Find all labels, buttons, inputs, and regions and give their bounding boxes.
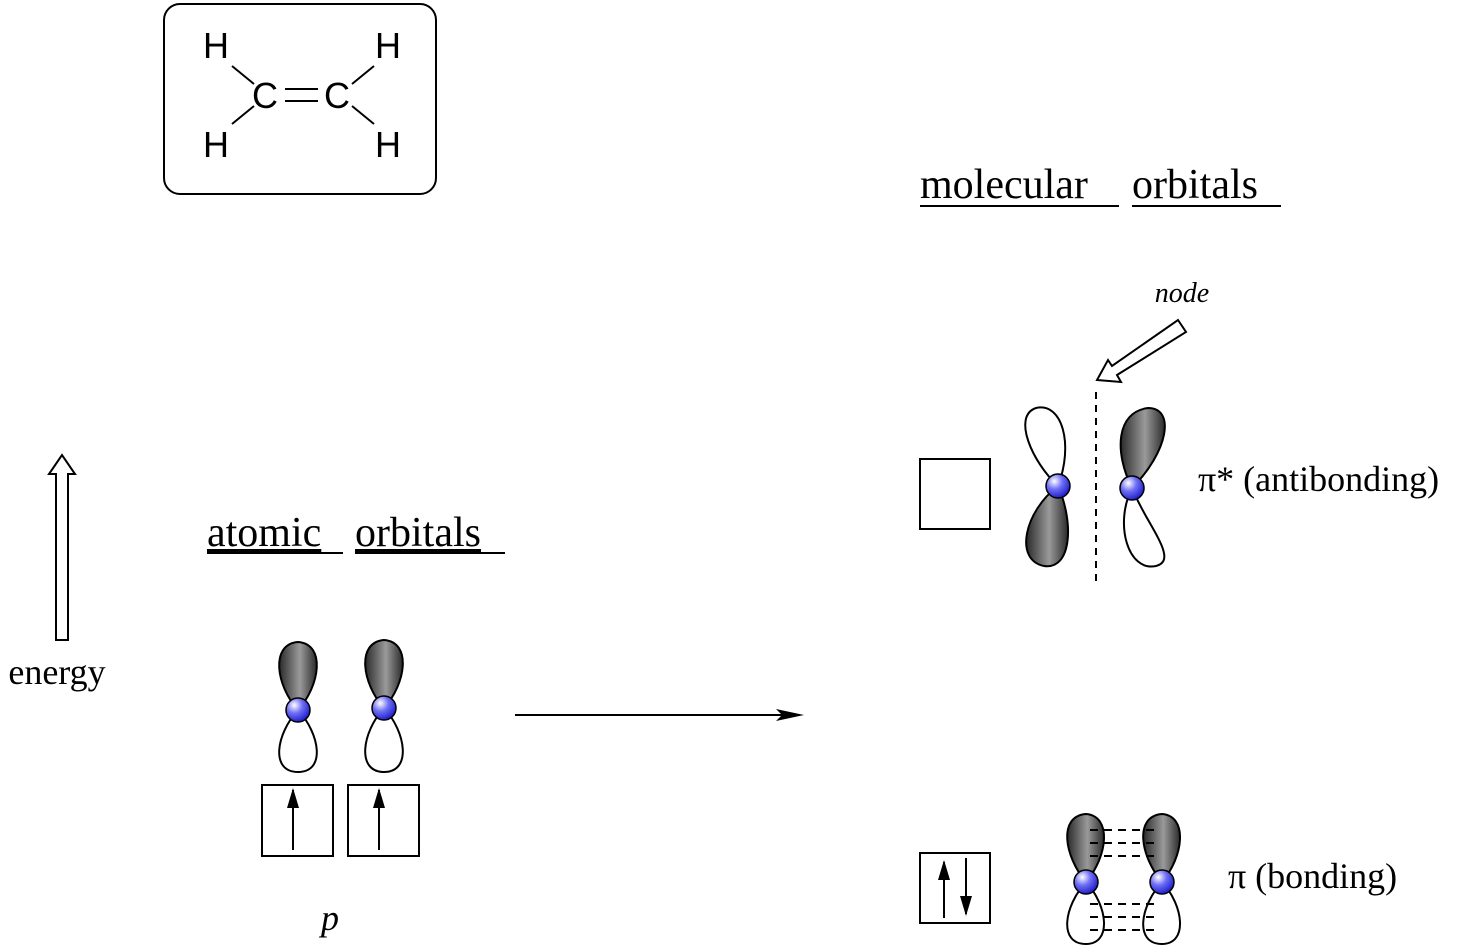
lobe-light-lower	[278, 708, 318, 774]
molecular-orbitals: molecular orbitals node π* (antibonding)	[919, 162, 1439, 946]
antibonding-orbital-right	[1119, 406, 1166, 568]
ethene-structure: H H C C H H	[163, 3, 437, 195]
atom-c-left: C	[252, 75, 278, 116]
hollow-up-arrow-icon	[47, 453, 77, 641]
lobe-light-lower	[364, 706, 404, 774]
electron-box-right	[347, 784, 420, 857]
spin-up-arrowhead	[373, 788, 385, 808]
molecule-frame	[163, 3, 437, 195]
lobe-light-lower	[1142, 880, 1181, 946]
bonding-orbital-left	[1066, 812, 1105, 946]
bond-h-top-right	[351, 65, 375, 85]
atomic-heading-word1: atomic	[207, 510, 321, 556]
p-orbital-left	[278, 640, 318, 774]
p-label: p	[318, 898, 339, 938]
energy-axis: energy	[8, 453, 106, 692]
lobe-light-upper	[1024, 406, 1067, 488]
nucleus-icon	[371, 695, 397, 721]
spin-up-arrowhead	[938, 860, 950, 880]
right-arrow-icon	[515, 709, 804, 721]
lobe-dark-upper	[1119, 406, 1166, 490]
hollow-diagonal-arrow-icon	[1095, 318, 1188, 384]
bonding-box	[919, 852, 991, 924]
antibonding-orbital-left	[1024, 406, 1071, 568]
bond-h-bottom-right	[351, 105, 375, 125]
spin-down-arrowhead	[960, 896, 972, 916]
spin-up-arrowhead	[287, 788, 299, 808]
nucleus-icon	[1073, 869, 1099, 895]
lobe-dark-upper	[364, 638, 404, 710]
electron-box-left	[261, 784, 334, 857]
atom-h-bottom-left: H	[203, 124, 229, 165]
bonding-label: π (bonding)	[1228, 856, 1397, 896]
antibonding-box	[919, 458, 991, 530]
energy-label: energy	[8, 652, 105, 692]
atom-h-bottom-right: H	[375, 124, 401, 165]
nucleus-icon	[1149, 869, 1175, 895]
nucleus-icon	[1119, 475, 1145, 501]
nucleus-icon	[285, 697, 311, 723]
lobe-dark-upper	[278, 640, 318, 712]
node-label: node	[1155, 278, 1209, 309]
antibonding-label: π* (antibonding)	[1198, 459, 1439, 499]
overlap-dashes-lower	[1090, 903, 1156, 931]
bonding-orbital-right	[1142, 812, 1181, 946]
atom-h-top-right: H	[375, 25, 401, 66]
lobe-light-lower	[1066, 880, 1105, 946]
p-orbital-right	[364, 638, 404, 774]
lobe-dark-lower	[1025, 484, 1069, 568]
overlap-dashes-upper	[1090, 829, 1156, 857]
molecular-heading-word1: molecular	[920, 162, 1088, 208]
lobe-light-lower	[1123, 485, 1166, 568]
atom-h-top-left: H	[203, 25, 229, 66]
atomic-orbitals: atomic orbitals p	[207, 510, 505, 938]
bond-h-bottom-left	[231, 105, 255, 125]
atom-c-right: C	[324, 75, 350, 116]
bond-h-top-left	[231, 65, 255, 85]
molecular-heading-word2: orbitals	[1132, 162, 1258, 208]
atomic-heading-word2: orbitals	[355, 510, 481, 556]
nucleus-icon	[1045, 473, 1071, 499]
